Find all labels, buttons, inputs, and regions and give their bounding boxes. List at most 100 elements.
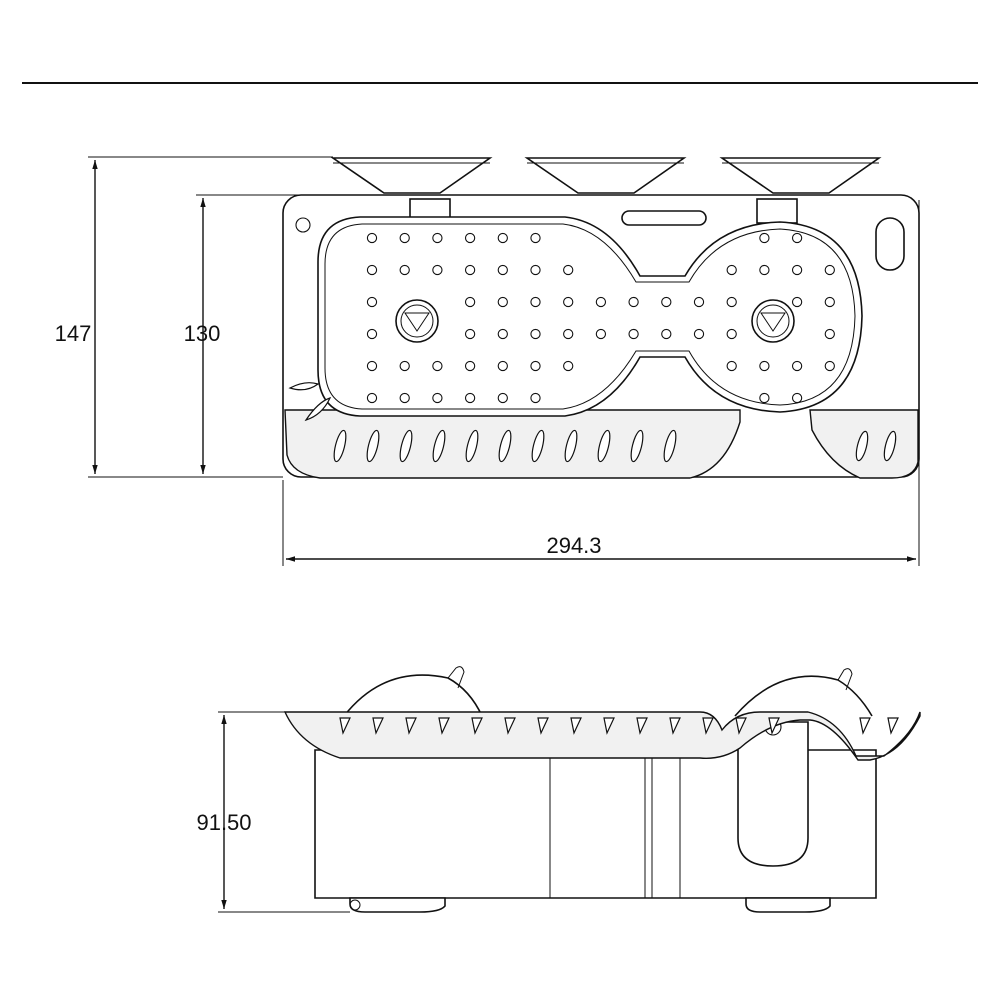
dim-label-294: 294.3 xyxy=(546,533,601,558)
perforation-hole xyxy=(399,360,410,372)
perforation-hole xyxy=(563,296,574,308)
perforation-hole xyxy=(497,328,508,340)
side-drip-slot xyxy=(702,717,714,735)
side-drip-slot xyxy=(438,717,450,735)
perforation-hole xyxy=(726,264,737,276)
dimension-91-50: 91.50 xyxy=(196,711,350,913)
perforation-hole xyxy=(432,360,443,372)
perforation-hole xyxy=(759,392,770,404)
side-view xyxy=(283,666,921,913)
hanging-hole-icon xyxy=(295,217,311,233)
side-drip-slot xyxy=(471,717,483,735)
drip-slot xyxy=(564,429,578,463)
dimension-147: 147 xyxy=(55,156,333,478)
perforation-hole xyxy=(530,328,541,340)
perforation-hole xyxy=(366,232,378,244)
hanging-slot xyxy=(875,217,905,271)
perforation-hole xyxy=(464,296,476,308)
drip-slot xyxy=(531,429,545,463)
drip-slot xyxy=(366,429,380,463)
perforation-hole xyxy=(530,392,541,404)
dim-label-147: 147 xyxy=(55,321,92,346)
suction-cup-1 xyxy=(330,157,493,194)
perforation-hole xyxy=(563,360,574,372)
perforation-hole xyxy=(824,296,835,308)
perforation-hole xyxy=(726,296,737,308)
suction-cup-2 xyxy=(524,157,687,194)
perforation-hole xyxy=(366,392,378,404)
drip-slot xyxy=(663,429,677,463)
perforation-hole xyxy=(726,360,737,372)
perforation-hole xyxy=(791,232,803,244)
dimension-294: 294.3 xyxy=(282,200,920,566)
perforation-hole xyxy=(464,264,476,276)
perforation-hole xyxy=(366,328,378,340)
side-drip-slot xyxy=(859,717,871,735)
drip-slots xyxy=(333,429,897,463)
perforation-hole xyxy=(530,360,541,372)
drip-slot xyxy=(399,429,413,463)
drip-slot xyxy=(333,429,347,463)
perforation-hole xyxy=(366,296,378,308)
perforation-hole xyxy=(824,328,835,340)
perforation-hole xyxy=(366,264,378,276)
side-drip-slot xyxy=(339,717,351,735)
perforation-hole xyxy=(464,328,476,340)
top-view xyxy=(282,157,920,479)
side-drip-slot xyxy=(735,717,747,735)
soap-basin xyxy=(317,216,863,417)
suction-cup-3 xyxy=(719,157,882,194)
perforation-hole xyxy=(824,264,835,276)
perforation-hole xyxy=(530,296,541,308)
perforation-hole xyxy=(759,232,770,244)
side-drip-slot xyxy=(504,717,516,735)
perforation-hole xyxy=(661,296,672,308)
drain-left-icon xyxy=(395,299,439,343)
side-drip-slot xyxy=(768,717,780,735)
dim-label-91-50: 91.50 xyxy=(196,810,251,835)
drip-lip xyxy=(284,409,741,479)
perforation-hole xyxy=(791,360,803,372)
perforation-hole xyxy=(464,232,476,244)
drip-slot xyxy=(630,429,644,463)
drain-right-icon xyxy=(751,299,795,343)
perforation-hole xyxy=(432,392,443,404)
perforation-hole xyxy=(628,328,639,340)
drip-slot xyxy=(597,429,611,463)
side-drip-slot xyxy=(887,717,899,735)
drip-slot xyxy=(432,429,446,463)
dimension-130: 130 xyxy=(184,194,300,474)
side-drip-slot xyxy=(669,717,681,735)
perforation-hole xyxy=(628,296,639,308)
side-drip-slot xyxy=(603,717,615,735)
perforation-hole xyxy=(497,392,508,404)
perforation-hole xyxy=(759,264,770,276)
drip-slot xyxy=(498,429,512,463)
perforation-hole xyxy=(693,328,705,340)
perforation-hole xyxy=(497,360,508,372)
perforation-hole xyxy=(759,360,770,372)
perforation-hole xyxy=(432,232,443,244)
perforation-hole xyxy=(432,264,443,276)
perforation-hole xyxy=(464,392,476,404)
perforation-hole xyxy=(399,392,410,404)
perforation-hole xyxy=(595,296,607,308)
perforation-hole xyxy=(497,264,508,276)
drip-slot xyxy=(465,429,479,463)
dim-label-130: 130 xyxy=(184,321,221,346)
perforation-hole xyxy=(726,328,737,340)
perforation-hole xyxy=(791,296,803,308)
side-drip-slot xyxy=(537,717,549,735)
side-drip-slots xyxy=(339,717,899,735)
perforation-hole xyxy=(563,328,574,340)
perforation-hole xyxy=(661,328,672,340)
perforation-hole xyxy=(530,232,541,244)
side-drip-slot xyxy=(405,717,417,735)
perforation-hole xyxy=(399,264,410,276)
perforation-hole xyxy=(791,392,803,404)
perforation-hole xyxy=(693,296,705,308)
drip-slot xyxy=(883,430,897,462)
perforation-hole xyxy=(563,264,574,276)
perforation-hole xyxy=(791,264,803,276)
